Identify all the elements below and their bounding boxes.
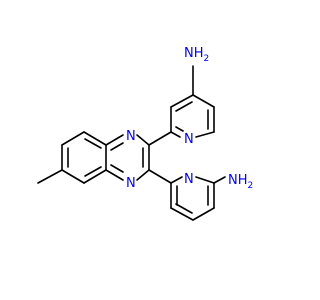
nh2-bottom-label: NH2 <box>228 173 253 191</box>
bond-pyr-bot-2 <box>195 176 215 184</box>
nh2-top-label: NH2 <box>184 46 209 64</box>
bonds <box>37 65 226 221</box>
bond-pyrazine-5 <box>105 169 124 181</box>
bond-nh2-bottom <box>213 176 226 184</box>
molecule-canvas: NH2 NH2 N N N N <box>37 46 253 221</box>
bond-benzo-2 <box>61 131 85 146</box>
bond-benzo-6 <box>61 169 85 184</box>
quinoxaline-n-bottom-label: N <box>126 176 136 191</box>
bond-pyrazine-2 <box>136 134 150 146</box>
atom-labels: NH2 NH2 N N N N <box>126 46 253 191</box>
bond-pyr-top-5-inner <box>175 101 193 112</box>
bond-pyr-bot-4 <box>192 207 215 221</box>
bond-link-top <box>148 131 172 146</box>
bond-pyr-top-5 <box>170 94 194 108</box>
bond-methyl <box>37 169 63 184</box>
bond-pyrazine-1 <box>105 134 124 146</box>
bond-pyr-top-1-inner <box>175 126 184 132</box>
bond-pyrazine-1-inner <box>110 142 124 151</box>
bond-pyr-top-2 <box>195 131 215 138</box>
bond-benzo-5-inner <box>84 166 102 177</box>
pyridine-n-top-label: N <box>184 132 194 147</box>
bond-benzo-5 <box>83 169 107 184</box>
bond-pyr-bot-5 <box>170 207 194 221</box>
bond-benzo-3 <box>83 131 107 146</box>
pyridine-n-bottom-label: N <box>184 172 194 187</box>
bond-pyr-bot-5-inner <box>175 203 193 214</box>
bond-benzo-3-inner <box>84 138 102 149</box>
bond-pyr-top-4 <box>192 94 215 108</box>
structure-diagram: NH2 NH2 N N N N <box>37 46 253 221</box>
bond-pyr-bot-1 <box>170 176 183 184</box>
bond-pyrazine-5-inner <box>110 164 124 173</box>
bond-link-bottom <box>148 169 172 184</box>
quinoxaline-n-top-label: N <box>126 129 136 144</box>
bond-pyr-top-1 <box>170 131 181 138</box>
bond-pyrazine-4 <box>136 169 150 181</box>
